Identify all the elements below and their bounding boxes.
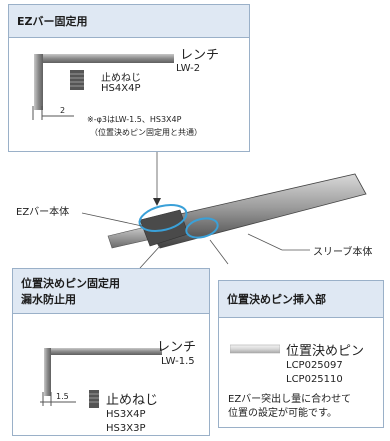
sleeve-assembly-illustration <box>81 152 367 269</box>
right-pin-model2: LCP025110 <box>286 374 343 385</box>
top-screw-model: HS4X4P <box>101 83 141 94</box>
positioning-pin-icon <box>230 344 280 354</box>
right-note-line2: 位置の設定が可能です。 <box>228 408 337 419</box>
right-panel-title: 位置決めピン挿入部 <box>227 293 326 306</box>
hex-wrench-large-icon <box>34 54 174 110</box>
set-screw-large-icon <box>70 70 84 90</box>
right-panel-header: 位置決めピン挿入部 <box>219 281 383 318</box>
top-screw-label: 止めねじ <box>101 73 141 84</box>
left-screw-label: 止めねじ <box>106 393 159 408</box>
top-dim-value: 2 <box>60 106 66 115</box>
right-note-line1: EZバー突出し量に合わせて <box>228 394 352 405</box>
hex-wrench-small-icon <box>44 348 162 396</box>
top-panel-title: EZバー固定用 <box>17 15 88 28</box>
sleeve-body-callout: スリーブ本体 <box>313 247 373 258</box>
ez-bar-body-callout: EZバー本体 <box>16 207 70 218</box>
top-panel-header: EZバー固定用 <box>9 5 249 38</box>
right-pin-model1: LCP025097 <box>286 360 343 371</box>
top-note-line2: （位置決めピン固定用と共通） <box>90 128 202 137</box>
top-wrench-label: レンチ <box>180 48 220 63</box>
left-panel-title-line1: 位置決めピン固定用 <box>21 277 120 290</box>
top-wrench-model: LW-2 <box>176 63 201 74</box>
set-screw-small-icon <box>89 390 99 408</box>
highlight-ez-bar-screw <box>138 203 188 233</box>
left-wrench-model: LW-1.5 <box>161 356 195 367</box>
left-panel-header: 位置決めピン固定用 漏水防止用 <box>13 269 209 314</box>
left-screw-model2: HS3X3P <box>106 423 146 434</box>
left-panel-title-line2: 漏水防止用 <box>21 293 76 306</box>
right-pin-label: 位置決めピン <box>286 344 365 359</box>
dimension-line-left <box>40 392 76 406</box>
left-dim-value: 1.5 <box>56 392 69 401</box>
left-wrench-label: レンチ <box>157 340 197 355</box>
dimension-line-top <box>32 106 74 120</box>
highlight-pin-insert <box>185 217 219 239</box>
top-note-line1: ※-φ3はLW-1.5、HS3X4P <box>87 115 182 124</box>
top-panel: EZバー固定用 <box>8 4 250 152</box>
left-screw-model1: HS3X4P <box>106 409 146 420</box>
right-panel: 位置決めピン挿入部 <box>218 280 384 428</box>
